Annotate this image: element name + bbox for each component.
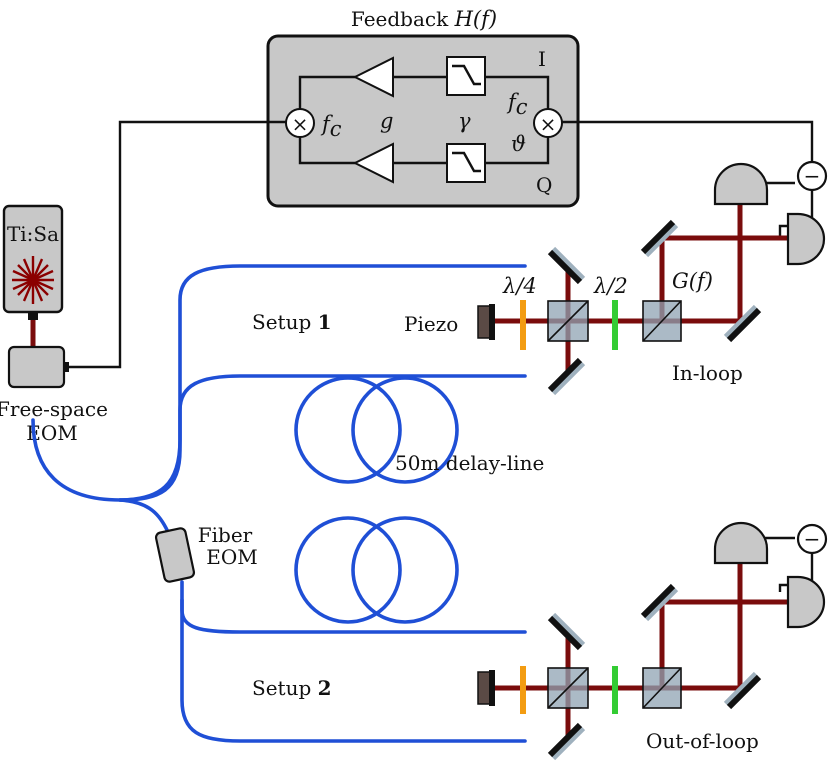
feedback-block: Feedback H(f) × × fc g γ fc ϑ bbox=[266, 7, 580, 208]
delay-coil-2b bbox=[351, 516, 459, 624]
quarter-wave-plate-1 bbox=[520, 300, 526, 350]
mirror-2c bbox=[640, 583, 676, 619]
mirror-back-2b bbox=[550, 725, 586, 761]
delay-coil-1b bbox=[351, 376, 459, 484]
half-wave-plate-1 bbox=[612, 300, 618, 350]
mirror-2b bbox=[547, 722, 583, 758]
mirror-1a bbox=[547, 249, 583, 285]
mixer-right-symbol: × bbox=[540, 112, 557, 136]
fiber-to-fiber-eom bbox=[118, 498, 170, 534]
mixer-right: × bbox=[533, 108, 563, 138]
hwp-label: λ/2 bbox=[593, 274, 628, 298]
fiber-setup2-bottom bbox=[180, 598, 527, 743]
pbs-1b bbox=[642, 300, 682, 342]
qwp-label: λ/4 bbox=[502, 274, 537, 298]
laser: Ti:Sa bbox=[2, 204, 64, 320]
mirror-back-2c bbox=[643, 586, 679, 622]
fiber-eom-label-1: Fiber bbox=[198, 523, 253, 547]
delay-coil-1a bbox=[294, 376, 402, 484]
setup2: Setup 2 Out-of-loop bbox=[252, 521, 828, 761]
lowpass-filter-q bbox=[446, 143, 486, 183]
mixer-left-symbol: × bbox=[292, 112, 309, 136]
mirror-back-2d bbox=[723, 671, 759, 707]
error-signal-wire bbox=[562, 120, 814, 163]
outloop-label: Out-of-loop bbox=[646, 729, 759, 753]
mirror-back-2a bbox=[550, 612, 586, 648]
mirror-back-1d bbox=[723, 304, 759, 340]
piezo-2 bbox=[477, 671, 491, 705]
fiber-setup2-top bbox=[180, 580, 527, 634]
piezo-label: Piezo bbox=[404, 312, 458, 336]
laser-label: Ti:Sa bbox=[7, 222, 59, 246]
mirror-2d bbox=[726, 674, 762, 710]
amplifier-q bbox=[352, 142, 394, 184]
mirror-1d bbox=[726, 307, 762, 343]
half-wave-plate-2 bbox=[612, 666, 618, 714]
pbs-2b bbox=[642, 667, 682, 709]
free-space-eom bbox=[7, 345, 69, 389]
q-path bbox=[298, 136, 550, 165]
mirror-2a bbox=[547, 615, 583, 651]
setup1-label: Setup 1 bbox=[252, 310, 332, 334]
setup2-label: Setup 2 bbox=[252, 676, 332, 700]
quarter-wave-plate-2 bbox=[520, 666, 526, 714]
fiber-network bbox=[31, 264, 527, 743]
i-label: I bbox=[538, 47, 546, 71]
pbs-1a bbox=[547, 300, 589, 342]
photodetector-2b bbox=[786, 575, 826, 629]
delay-coil-2a bbox=[294, 516, 402, 624]
subtractor-2-symbol: − bbox=[804, 527, 821, 551]
gain-gf-label: G(f) bbox=[672, 269, 713, 293]
subtractor-2: − bbox=[796, 523, 828, 555]
mirror-back-1b bbox=[550, 360, 586, 396]
subtractor-1: − bbox=[796, 160, 828, 192]
photodetector-1b bbox=[786, 212, 826, 266]
fc-right-label: fc bbox=[506, 90, 528, 119]
mirror-1c bbox=[640, 219, 676, 255]
mixer-left: × bbox=[285, 108, 315, 138]
gamma-label: γ bbox=[458, 109, 471, 133]
mirror-back-1a bbox=[550, 246, 586, 282]
setup1: Setup 1 Piezo λ/4 λ/2 bbox=[252, 160, 828, 396]
subtractor-1-symbol: − bbox=[804, 164, 821, 188]
mirror-back-1c bbox=[643, 222, 679, 258]
fiber-eom-label-2: EOM bbox=[206, 545, 257, 569]
i-path bbox=[298, 75, 550, 110]
amplifier-i bbox=[352, 56, 394, 98]
theta-label: ϑ bbox=[511, 132, 526, 156]
feedback-title: Feedback H(f) bbox=[351, 7, 497, 31]
free-space-eom-label-1: Free-space bbox=[0, 397, 108, 421]
fc-left-label: fc bbox=[320, 112, 342, 141]
fiber-setup1-top bbox=[31, 264, 527, 502]
delay-line-label: 50m delay-line bbox=[395, 451, 544, 475]
inloop-label: In-loop bbox=[672, 361, 743, 385]
pbs-2a bbox=[547, 667, 589, 709]
piezo-1 bbox=[477, 305, 491, 339]
mirror-1b bbox=[547, 357, 583, 393]
eom-drive-wire bbox=[65, 120, 286, 369]
photodetector-2a bbox=[713, 521, 769, 565]
photodetector-1a bbox=[713, 162, 769, 206]
lowpass-filter-i bbox=[446, 56, 486, 96]
gain-g-label: g bbox=[380, 109, 393, 133]
fiber-setup1-bottom bbox=[118, 374, 527, 502]
laser-star-icon bbox=[12, 256, 54, 304]
q-label: Q bbox=[536, 173, 552, 197]
fiber-eom bbox=[154, 527, 196, 583]
